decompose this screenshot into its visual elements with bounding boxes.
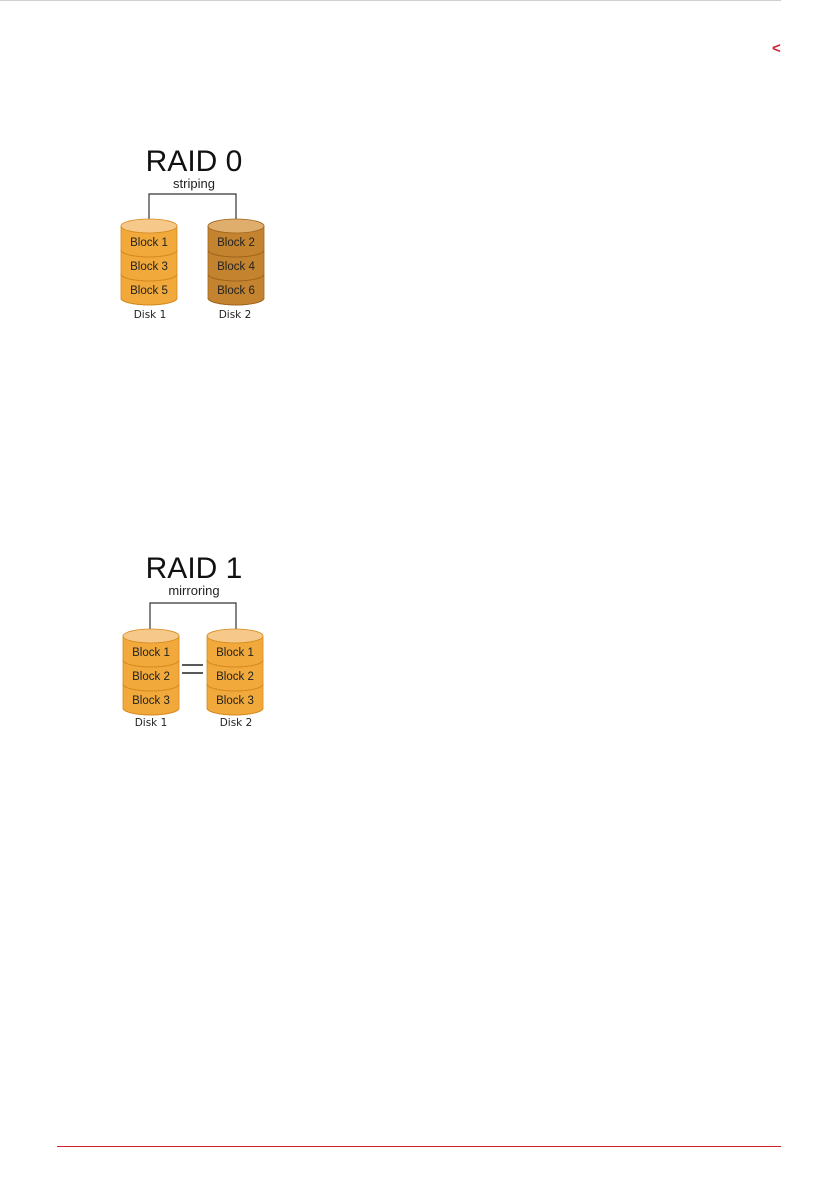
raid1-disk-2-label: Disk 2 bbox=[220, 717, 253, 729]
raid1-disk-2-block-label: Block 1 bbox=[216, 647, 254, 659]
raid1-disk-1-block-label: Block 2 bbox=[132, 671, 170, 683]
raid0-disk-2-label: Disk 2 bbox=[219, 309, 252, 321]
equals-sign bbox=[182, 665, 203, 673]
raid1-disk-2-top bbox=[207, 629, 263, 643]
raid0-disk-2-block-label: Block 4 bbox=[217, 261, 255, 273]
raid0-disk-2-block-label: Block 6 bbox=[217, 285, 255, 297]
top-rule bbox=[0, 0, 781, 2]
raid0-disk-2-top bbox=[208, 219, 264, 233]
back-arrow-icon[interactable]: < bbox=[772, 40, 781, 57]
raid1-title: RAID 1 bbox=[146, 552, 243, 585]
raid1-disk-1-block-label: Block 1 bbox=[132, 647, 170, 659]
raid1-disk-1-top bbox=[123, 629, 179, 643]
raid0-disk-1: Block 1 Block 3 Block 5 bbox=[121, 219, 177, 305]
raid0-disk-2: Block 2 Block 4 Block 6 bbox=[208, 219, 264, 305]
raid0-disk-1-block-label: Block 3 bbox=[130, 261, 168, 273]
raid0-subtitle: striping bbox=[173, 176, 215, 191]
raid1-disk-1-block-label: Block 3 bbox=[132, 695, 170, 707]
raid0-diagram: RAID 0 striping Block 1 Block 3 Block 5 Bl… bbox=[100, 138, 300, 338]
raid0-connector bbox=[149, 194, 236, 222]
footer-rule bbox=[57, 1146, 781, 1147]
raid1-connector bbox=[150, 603, 236, 632]
raid1-disk-1: Block 1 Block 2 Block 3 bbox=[123, 629, 179, 715]
raid0-disk-2-block-label: Block 2 bbox=[217, 237, 255, 249]
raid1-disk-2-block-label: Block 3 bbox=[216, 695, 254, 707]
raid1-disk-1-label: Disk 1 bbox=[135, 717, 168, 729]
raid0-title: RAID 0 bbox=[146, 145, 243, 178]
raid1-disk-2: Block 1 Block 2 Block 3 bbox=[207, 629, 263, 715]
raid0-disk-1-top bbox=[121, 219, 177, 233]
raid1-disk-2-block-label: Block 2 bbox=[216, 671, 254, 683]
raid0-disk-1-block-label: Block 1 bbox=[130, 237, 168, 249]
raid1-subtitle: mirroring bbox=[168, 583, 219, 598]
raid0-disk-1-label: Disk 1 bbox=[134, 309, 167, 321]
raid1-diagram: RAID 1 mirroring Block 1 Block 2 Block 3 B… bbox=[100, 548, 300, 748]
raid0-disk-1-block-label: Block 5 bbox=[130, 285, 168, 297]
